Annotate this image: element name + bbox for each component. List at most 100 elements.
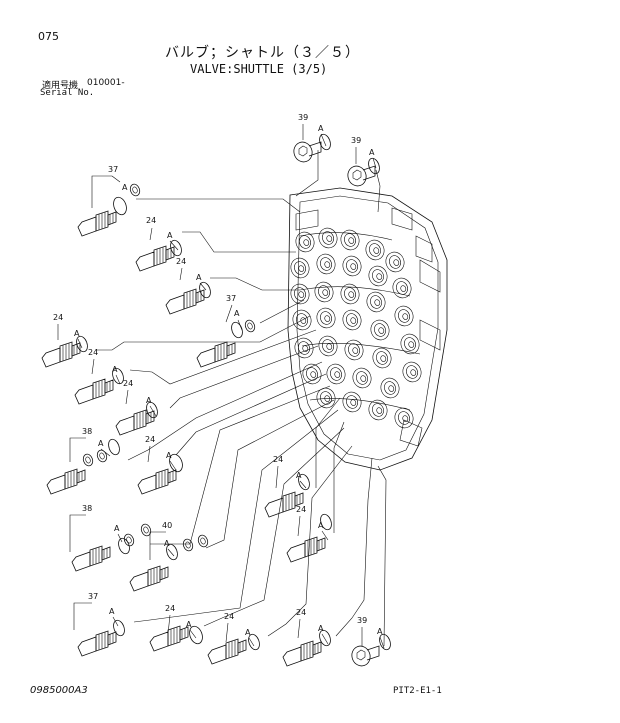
port <box>365 239 385 261</box>
fitting-part <box>207 638 247 665</box>
port-core <box>352 347 359 354</box>
port-outer <box>370 319 390 341</box>
callout-40: 40 <box>162 521 172 530</box>
port-core <box>410 369 417 376</box>
o-ring-part <box>248 633 260 651</box>
fitting-nose <box>77 636 97 657</box>
port-inner <box>298 341 310 355</box>
fitting-thread-lines <box>78 471 83 482</box>
o-ring-part <box>379 633 391 651</box>
o-ring-part <box>76 335 88 353</box>
port-core <box>380 355 387 362</box>
callout-a: A <box>296 471 302 480</box>
leader-lines <box>96 150 387 647</box>
fitting-hex-flats <box>170 627 178 645</box>
port <box>370 319 390 341</box>
callout-a: A <box>166 451 172 460</box>
washer-inner <box>247 322 253 330</box>
port-inner <box>376 351 388 365</box>
port-outer <box>326 363 346 385</box>
fitting-part <box>77 210 117 237</box>
port-core <box>376 273 383 280</box>
callout-a: A <box>186 620 192 629</box>
fitting-thread <box>167 469 177 484</box>
o-ring-outer <box>320 513 332 531</box>
callout-a: A <box>318 521 324 530</box>
port-outer <box>400 333 420 355</box>
port-core <box>348 291 355 298</box>
o-ring-outer <box>112 367 124 385</box>
port <box>290 257 310 279</box>
fitting-thread <box>195 289 205 304</box>
callout-a: A <box>112 365 118 374</box>
fitting-thread <box>104 379 114 394</box>
port-inner <box>369 243 381 257</box>
fitting-thread-lines <box>239 641 244 652</box>
port <box>394 305 414 327</box>
port-core <box>360 375 367 382</box>
port <box>318 335 338 357</box>
port-inner <box>372 403 384 417</box>
washer-part <box>96 449 108 463</box>
o-ring-outer <box>170 239 182 257</box>
o-ring-part <box>231 321 243 339</box>
o-ring-part <box>118 537 130 555</box>
port-outer <box>368 399 388 421</box>
washer-inner <box>132 186 138 194</box>
fitting-thread-lines <box>296 494 301 505</box>
port-inner <box>346 313 358 327</box>
fitting-part <box>149 625 189 652</box>
port-outer <box>318 227 338 249</box>
port <box>342 309 362 331</box>
callout-a: A <box>167 231 173 240</box>
fitting-thread-lines <box>109 633 114 644</box>
o-ring-outer <box>113 196 127 216</box>
port-inner <box>294 287 306 301</box>
fitting-hex <box>89 545 103 567</box>
o-ring-part <box>319 133 331 151</box>
callout-24: 24 <box>296 608 306 617</box>
fitting-part <box>46 468 86 495</box>
fitting-thread <box>226 342 236 357</box>
port-inner <box>330 367 342 381</box>
fitting-hex-flats <box>62 343 70 361</box>
washer-part <box>244 319 256 333</box>
callout-a: A <box>74 329 80 338</box>
fitting-hex <box>282 491 296 513</box>
fitting-hex <box>64 468 78 490</box>
port-inner <box>389 255 401 269</box>
o-ring-outer <box>169 453 183 473</box>
fitting-thread <box>159 566 169 581</box>
port-core <box>350 399 357 406</box>
fitting-hex-flats <box>98 212 106 230</box>
doc-code: 0985000A3 <box>30 685 88 696</box>
plug-head <box>351 645 371 667</box>
port <box>400 333 420 355</box>
o-ring-outer <box>248 633 260 651</box>
fitting-nose <box>46 474 66 495</box>
washer-inner <box>85 456 91 464</box>
fitting-part <box>135 245 175 272</box>
callout-24: 24 <box>176 257 186 266</box>
callout-39: 39 <box>298 113 308 122</box>
port <box>316 253 336 275</box>
port-outer <box>385 251 405 273</box>
port-outer <box>290 283 310 305</box>
port-inner <box>320 311 332 325</box>
fitting-hex <box>214 341 228 363</box>
o-ring-part <box>169 453 183 473</box>
o-ring-part <box>298 473 310 491</box>
fitting-thread <box>312 641 322 656</box>
plug-socket <box>298 145 308 157</box>
fitting-hex-flats <box>92 547 100 565</box>
plug-thread <box>366 645 380 661</box>
washer-part <box>82 453 94 467</box>
port <box>340 283 360 305</box>
port-outer <box>372 347 392 369</box>
port-outer <box>292 309 312 331</box>
page-title-jp: バルブ；シャトル（３／５） <box>165 45 360 61</box>
port <box>295 231 315 253</box>
port-inner <box>356 371 368 385</box>
fitting-nose <box>282 646 302 667</box>
fitting-hex-flats <box>307 538 315 556</box>
